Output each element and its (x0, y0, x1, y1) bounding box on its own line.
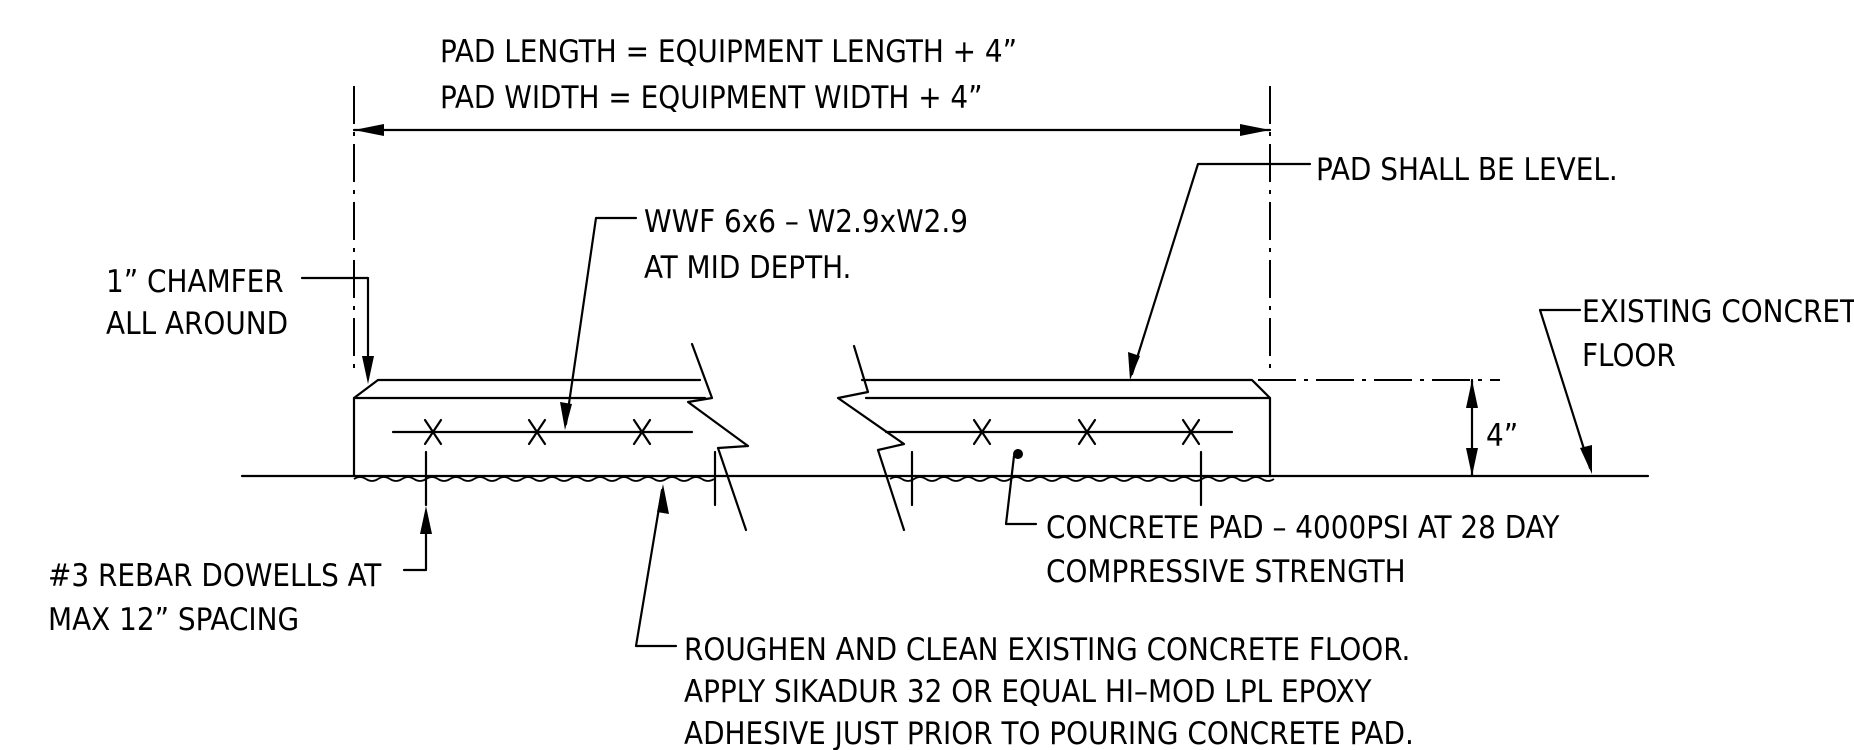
pad-left-section (352, 342, 750, 532)
roughened-surface (353, 476, 715, 482)
note-rebar-line2: MAX 12” SPACING (48, 602, 299, 638)
leader-concrete-pad (1004, 449, 1038, 526)
note-rebar-line1: #3 REBAR DOWELLS AT (48, 558, 382, 594)
leader-roughen (634, 484, 678, 648)
pad-depth-dimension (1466, 378, 1478, 478)
note-pad-width: PAD WIDTH = EQUIPMENT WIDTH + 4” (440, 80, 983, 116)
note-concrete-line2: COMPRESSIVE STRENGTH (1046, 554, 1406, 590)
rebar-dowels (424, 450, 1203, 507)
note-pad-depth: 4” (1486, 418, 1518, 454)
note-existing-line2: FLOOR (1582, 338, 1676, 374)
note-roughen-line3: ADHESIVE JUST PRIOR TO POURING CONCRETE … (684, 716, 1414, 750)
note-pad-level: PAD SHALL BE LEVEL. (1316, 152, 1618, 188)
leader-wwf (560, 216, 638, 430)
leader-rebar (402, 506, 432, 572)
wwf-mesh-left (391, 418, 694, 446)
note-roughen-line2: APPLY SIKADUR 32 OR EQUAL HI–MOD LPL EPO… (684, 674, 1373, 710)
note-chamfer-line2: ALL AROUND (106, 306, 288, 342)
note-wwf-line1: WWF 6x6 – W2.9xW2.9 (644, 204, 968, 240)
note-roughen-line1: ROUGHEN AND CLEAN EXISTING CONCRETE FLOO… (684, 632, 1410, 668)
break-line-right (836, 344, 906, 532)
note-wwf-line2: AT MID DEPTH. (644, 250, 851, 286)
note-chamfer-line1: 1” CHAMFER (106, 264, 284, 300)
note-concrete-line1: CONCRETE PAD – 4000PSI AT 28 DAY (1046, 510, 1560, 546)
leader-existing-floor (1538, 308, 1592, 474)
wwf-mesh-right (884, 418, 1234, 446)
pad-length-dimension (352, 124, 1272, 136)
note-existing-line1: EXISTING CONCRETE (1582, 294, 1854, 330)
leader-chamfer (300, 276, 374, 384)
note-pad-length: PAD LENGTH = EQUIPMENT LENGTH + 4” (440, 34, 1017, 70)
break-line-left (686, 342, 750, 532)
leader-pad-level (1128, 162, 1312, 380)
pad-right-section (836, 344, 1272, 532)
